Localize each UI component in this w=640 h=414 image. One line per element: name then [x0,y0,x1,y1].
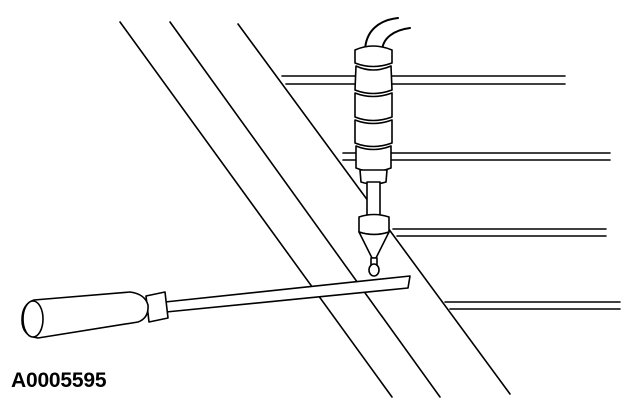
screwdriver-icon [21,275,411,339]
rail-lines [281,75,621,310]
frame-member [119,21,511,398]
figure-id-label: A0005595 [11,369,107,392]
temperature-probe-icon [354,17,411,277]
